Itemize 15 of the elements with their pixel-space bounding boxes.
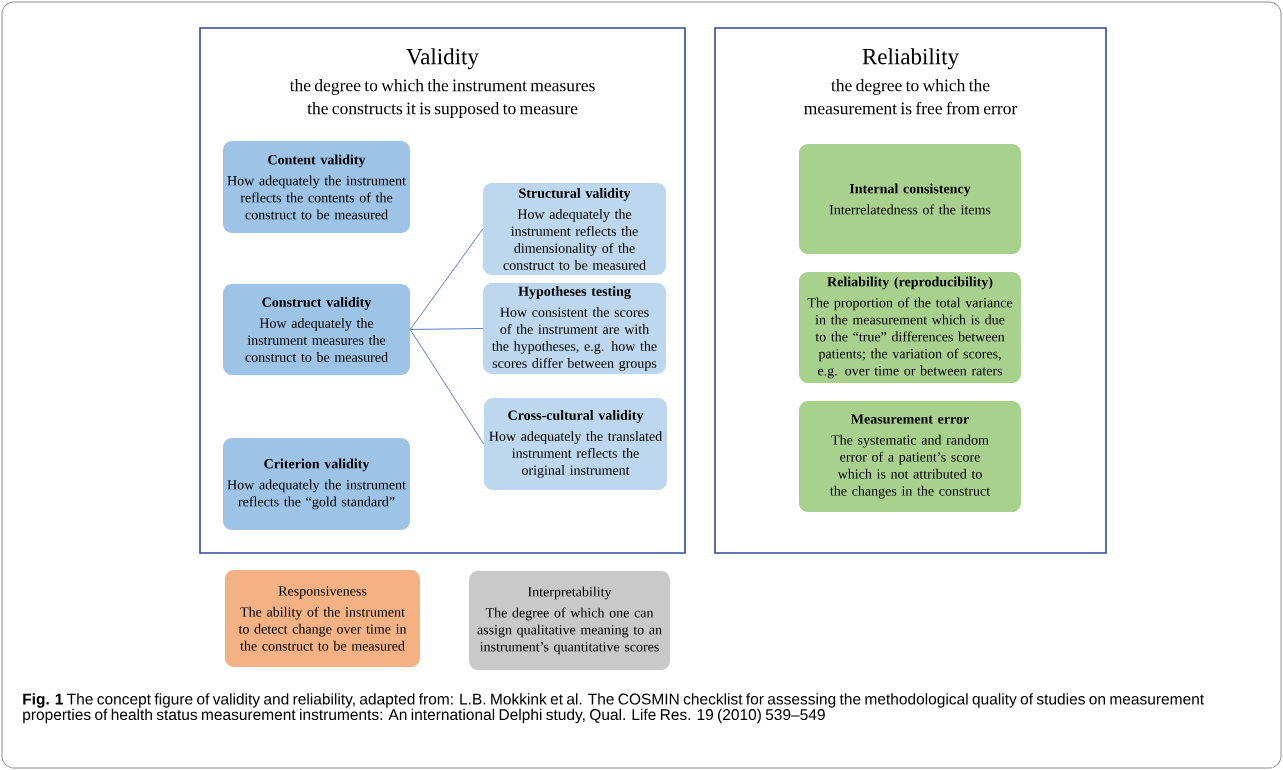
connector-line [409,329,485,445]
definition-box: Content validity How adequately the instrument reflects the contents of the construct to be measured [223,141,410,233]
definition-box: Interpretability The degree of which one can assign qualitative meaning to an instrument’s quantitative scores [469,571,670,670]
definition-box: Reliability (reproducibility) The proportion of the total variance in the measurement which is due to the “true” differences between patients; the variation of scores, e.g. over time or between raters [799,272,1021,383]
figure-caption: Fig. 1 The concept figure of validity and reliability, adapted from: L.B. Mokkink et al. The COSMIN checklist for assessing the methodological quality of studies on measurement properties of health status measurement instruments: An international Delphi study, Qual. Life Res. 19 (2010) 539–549 [23,693,1204,724]
connector-line [409,328,484,330]
definition-box: Structural validity How adequately the instrument reflects the dimensionality of the construct to be measured [483,183,666,275]
connector-line [409,228,484,330]
definition-box: Internal consistency Interrelatedness of the items [799,144,1021,254]
definition-box: Hypotheses testing How consistent the scores of the instrument are with the hypotheses, e.g. how the scores differ between groups [483,283,666,374]
definition-box: Criterion validity How adequately the instrument reflects the “gold standard” [223,438,410,530]
definition-box: Measurement error The systematic and random error of a patient’s score which is not attributed to the changes in the construct [799,401,1021,512]
definition-box: Construct validity How adequately the instrument measures the construct to be measured [223,284,410,375]
definition-box: Responsiveness The ability of the instrument to detect change over time in the construct to be measured [225,570,420,667]
definition-box: Cross-cultural validity How adequately the translated instrument reflects the original instrument [484,398,667,490]
